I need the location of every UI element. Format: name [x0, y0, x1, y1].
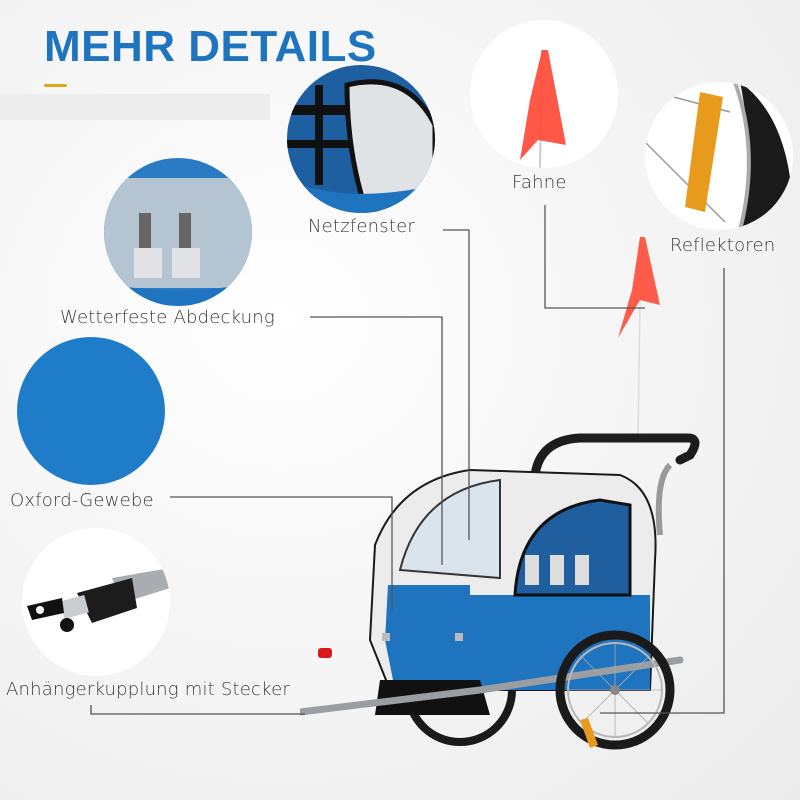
title-accent-bar	[44, 84, 67, 87]
push-handle	[530, 433, 700, 480]
decorative-band	[0, 94, 270, 120]
flag-photo-icon	[470, 20, 618, 168]
front-panel	[385, 585, 470, 690]
mesh-window-photo-icon	[287, 65, 435, 213]
fabric-swatch-photo-icon	[17, 337, 165, 485]
label-netzfenster: Netzfenster	[308, 216, 415, 237]
bike-trailer-image	[300, 237, 700, 750]
label-oxford-gewebe: Oxford-Gewebe	[10, 490, 154, 511]
reflector-photo-icon	[645, 82, 793, 230]
wheel-reflector-icon	[580, 718, 598, 748]
flag-pole	[637, 299, 641, 441]
label-reflektoren: Reflektoren	[670, 235, 776, 256]
page-title: MEHR DETAILS	[44, 22, 377, 71]
label-anhaengerkupplung: Anhängerkupplung mit Stecker	[6, 679, 290, 700]
connector-kupplung	[90, 705, 305, 715]
label-wetterfeste-abdeckung: Wetterfeste Abdeckung	[60, 307, 275, 328]
label-fahne: Fahne	[512, 172, 567, 193]
hitch-coupler-photo-icon	[22, 528, 170, 676]
rain-cover-photo-icon	[104, 158, 252, 306]
rear-light-icon	[318, 648, 332, 658]
